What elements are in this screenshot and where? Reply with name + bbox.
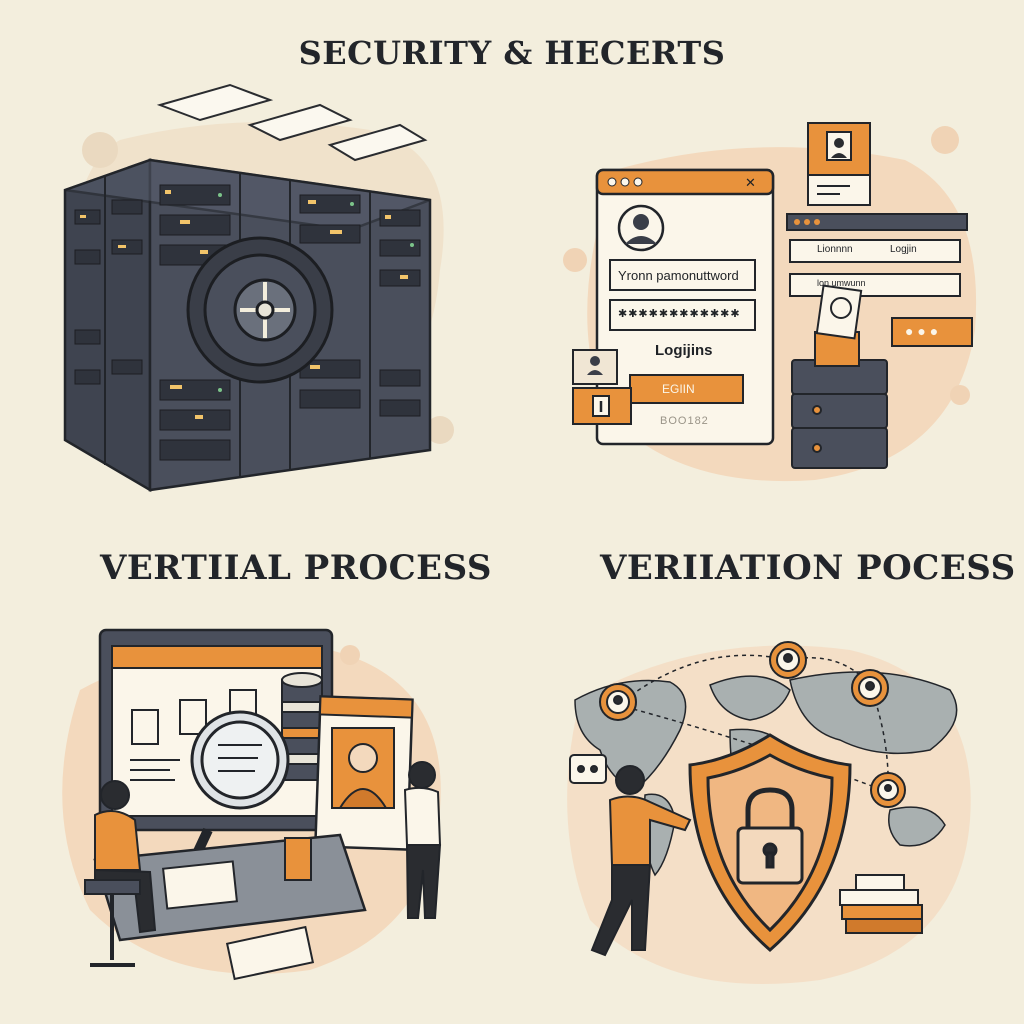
side-field-2-value[interactable]: lon umwunn (817, 278, 866, 288)
database-icon (281, 672, 323, 781)
shield-lock-icon (688, 733, 852, 952)
side-field-1-value[interactable]: Logjin (890, 244, 917, 255)
book-stack-icon (791, 284, 888, 469)
vault-dial-icon (186, 236, 334, 384)
page-title: SECURITY & HECERTS (298, 34, 726, 72)
chat-bubble-icon (569, 754, 607, 784)
book-stack-icon (839, 874, 923, 934)
login-button[interactable]: EGIIN (662, 382, 695, 396)
login-label: Logijins (655, 342, 713, 359)
verification-map-illustration (567, 641, 971, 984)
verification-desk-illustration (62, 628, 442, 981)
login-illustration: ✕ (555, 110, 995, 510)
server-rack-illustration (63, 83, 454, 493)
ceiling-light-icon (156, 83, 428, 162)
password-field[interactable]: ✱✱✱✱✱✱✱✱✱✱✱✱ (618, 308, 741, 320)
user-avatar-icon (617, 204, 665, 252)
section-title-right: VERIIATION POCESS (600, 548, 1016, 588)
username-field[interactable]: Yronn pamonuttword (618, 268, 739, 283)
map-pin-icon (599, 641, 906, 808)
footer-code: BOO182 (660, 415, 709, 427)
magnifier-icon (175, 710, 290, 893)
close-icon: ✕ (745, 175, 756, 190)
side-field-1-label: Lionnnn (817, 244, 853, 255)
section-title-left: VERTIIAL PROCESS (100, 548, 492, 588)
more-button[interactable]: ● ● ● (905, 323, 939, 339)
